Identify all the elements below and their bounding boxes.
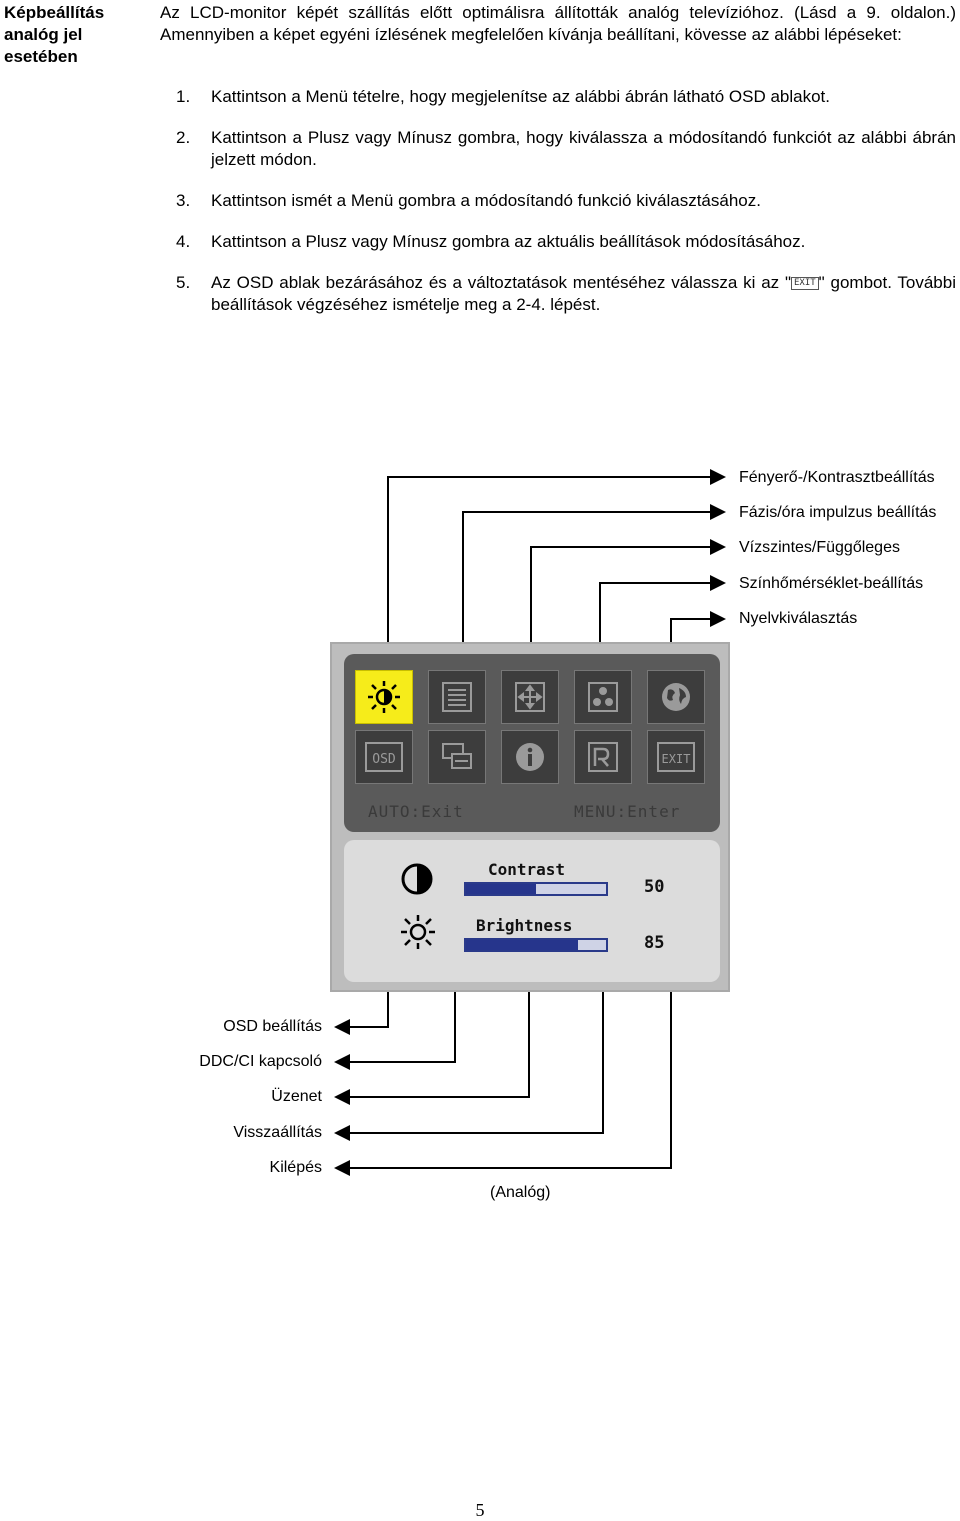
position-button[interactable] xyxy=(501,670,559,724)
contrast-slider[interactable] xyxy=(464,882,608,896)
step-text: Kattintson ismét a Menü gombra a módosít… xyxy=(211,191,761,210)
phase-clock-icon xyxy=(442,682,472,712)
brightness-slider[interactable] xyxy=(464,938,608,952)
section-title: Képbeállítás analóg jel esetében xyxy=(4,3,105,66)
language-button[interactable] xyxy=(647,670,705,724)
brightness-label: Brightness xyxy=(476,916,573,935)
step-text: Kattintson a Menü tételre, hogy megjelen… xyxy=(211,87,830,106)
page-number: 5 xyxy=(475,1500,485,1520)
step-item: 5. Az OSD ablak bezárásához és a változta… xyxy=(160,272,956,316)
brightness-fill xyxy=(466,940,578,950)
step-number: 2. xyxy=(176,128,191,147)
step-text-after: " gombot. További beállítások végzéséhez… xyxy=(211,273,956,314)
brightness-icon xyxy=(368,681,400,713)
ddcci-icon xyxy=(442,743,472,769)
label-brightness-contrast: Fényerő-/Kontrasztbeállítás xyxy=(739,469,935,486)
label-exit: Kilépés xyxy=(269,1159,322,1176)
exit-inline-icon: EXIT xyxy=(790,277,819,290)
step-item: 3. Kattintson ismét a Menü gombra a módos… xyxy=(160,190,956,212)
auto-exit-hint: AUTO:Exit xyxy=(368,802,464,821)
osd-icon: OSD xyxy=(365,742,403,772)
osd-menu-panel: OSD xyxy=(344,654,720,832)
label-phase-clock: Fázis/óra impulzus beállítás xyxy=(739,504,937,521)
step-text: Kattintson a Plusz vagy Mínusz gombra, h… xyxy=(211,128,956,169)
brightness-value: 85 xyxy=(644,933,665,953)
osd-window: OSD xyxy=(330,642,730,992)
label-osd-settings: OSD beállítás xyxy=(223,1018,322,1035)
contrast-value: 50 xyxy=(644,877,665,897)
step-number: 1. xyxy=(176,87,191,106)
osd-diagram: Fényerő-/Kontrasztbeállítás Fázis/óra im… xyxy=(0,440,960,1220)
label-message: Üzenet xyxy=(271,1088,322,1105)
brightness-contrast-button[interactable] xyxy=(355,670,413,724)
brightness-icon xyxy=(401,915,435,949)
ddcci-button[interactable] xyxy=(428,730,486,784)
step-item: 1. Kattintson a Menü tételre, hogy megjel… xyxy=(160,86,956,108)
label-color-temp: Színhőmérséklet-beállítás xyxy=(739,575,924,592)
diagram-caption: (Analóg) xyxy=(490,1184,551,1201)
step-number: 3. xyxy=(176,191,191,210)
step-item: 4. Kattintson a Plusz vagy Mínusz gombra … xyxy=(160,231,956,253)
contrast-icon xyxy=(401,863,433,895)
intro-paragraph: Az LCD-monitor képét szállítás előtt opt… xyxy=(160,3,956,44)
osd-adjust-panel: Contrast 50 Brightness 85 xyxy=(344,840,720,982)
contrast-label: Contrast xyxy=(488,860,566,879)
position-icon xyxy=(515,682,545,712)
step-text-before: Az OSD ablak bezárásához és a változtatá… xyxy=(211,273,791,292)
step-item: 2. Kattintson a Plusz vagy Mínusz gombra,… xyxy=(160,127,956,171)
color-temp-icon xyxy=(588,682,618,712)
exit-icon: EXIT xyxy=(657,742,695,772)
steps-list: 1. Kattintson a Menü tételre, hogy megjel… xyxy=(160,86,956,335)
svg-text:EXIT: EXIT xyxy=(662,752,691,766)
exit-button[interactable]: EXIT xyxy=(647,730,705,784)
menu-enter-hint: MENU:Enter xyxy=(574,802,681,821)
info-icon xyxy=(516,743,544,771)
step-number: 5. xyxy=(176,273,191,292)
step-number: 4. xyxy=(176,232,191,251)
message-button[interactable] xyxy=(501,730,559,784)
step-text: Kattintson a Plusz vagy Mínusz gombra az… xyxy=(211,232,806,251)
reset-icon xyxy=(588,742,618,772)
color-temp-button[interactable] xyxy=(574,670,632,724)
language-globe-icon xyxy=(662,683,690,711)
contrast-fill xyxy=(466,884,536,894)
label-position: Vízszintes/Függőleges xyxy=(739,539,900,556)
phase-clock-button[interactable] xyxy=(428,670,486,724)
osd-settings-button[interactable]: OSD xyxy=(355,730,413,784)
svg-text:OSD: OSD xyxy=(372,752,396,767)
reset-button[interactable] xyxy=(574,730,632,784)
label-reset: Visszaállítás xyxy=(233,1124,322,1141)
label-ddcci: DDC/CI kapcsoló xyxy=(199,1053,322,1070)
label-language: Nyelvkiválasztás xyxy=(739,610,858,627)
